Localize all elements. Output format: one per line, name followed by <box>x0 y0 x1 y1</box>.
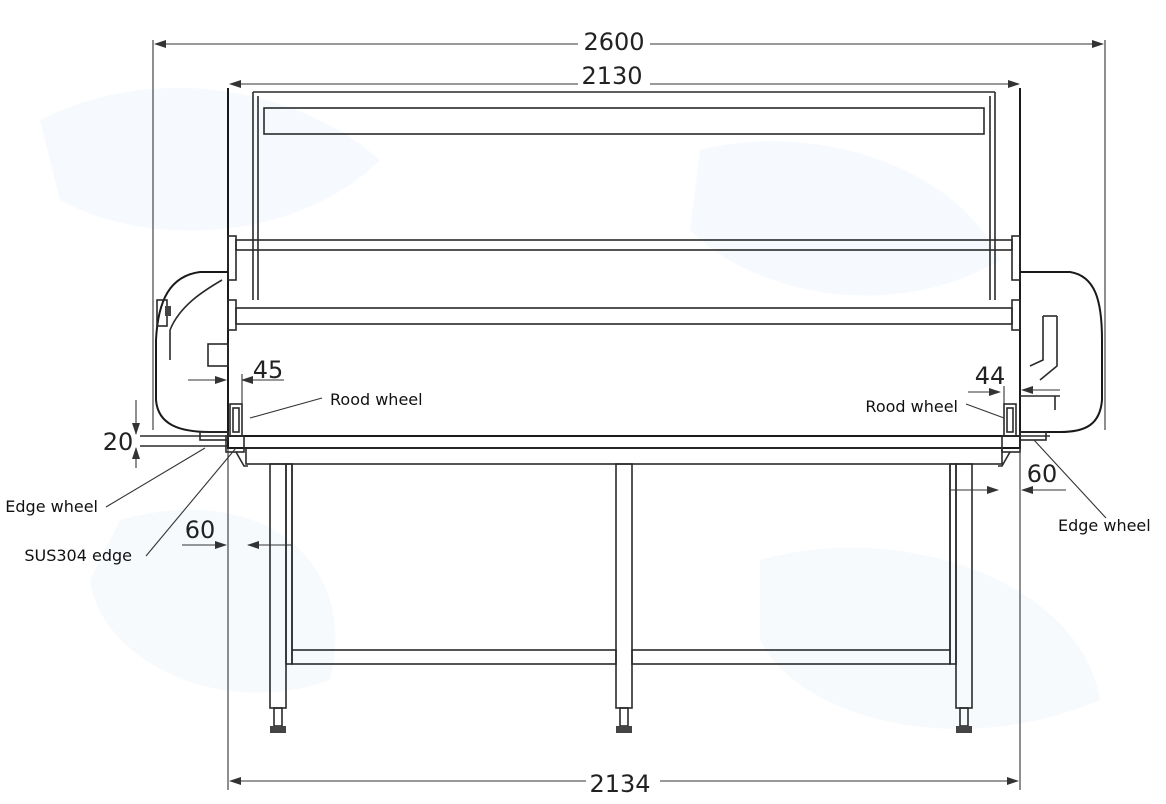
rood-wheel-right <box>998 403 1021 467</box>
dimension-label-44: 44 <box>975 362 1006 390</box>
rood-wheel-right-text: Rood wheel <box>865 397 958 416</box>
dimension-right-offset: 60 <box>950 460 1066 494</box>
label-sus304-edge: SUS304 edge <box>24 447 237 565</box>
dimension-left-offset: 60 <box>182 516 292 549</box>
label-edge-wheel-left: Edge wheel <box>5 447 206 516</box>
dimension-label-2134: 2134 <box>589 770 650 798</box>
sus304-edge-text: SUS304 edge <box>24 546 132 565</box>
left-side-housing <box>155 271 229 433</box>
dimension-base-width: 2134 <box>227 448 1021 798</box>
dimension-label-60-right: 60 <box>1027 460 1058 488</box>
edge-wheel-right-text: Edge wheel <box>1058 516 1151 535</box>
rood-wheel-left-text: Rood wheel <box>330 390 423 409</box>
right-side-housing <box>1020 271 1103 433</box>
label-rood-wheel-left: Rood wheel <box>249 390 423 419</box>
dimension-label-60-left: 60 <box>185 516 216 544</box>
rood-wheel-left <box>225 403 248 467</box>
dimension-label-20: 20 <box>103 428 134 456</box>
leveling-feet <box>270 707 972 733</box>
label-edge-wheel-right: Edge wheel <box>1033 439 1151 535</box>
table-top <box>140 431 1050 449</box>
label-rood-wheel-right: Rood wheel <box>865 397 1005 419</box>
dimension-label-2600: 2600 <box>583 28 644 56</box>
upper-roller <box>227 235 1021 281</box>
watermark-background <box>40 87 1100 729</box>
edge-wheel-left-text: Edge wheel <box>5 497 98 516</box>
dimension-left-gap: 45 <box>188 356 284 404</box>
table-legs <box>245 447 1003 709</box>
dimension-frame-width: 2130 <box>229 62 1020 90</box>
dimension-label-2130: 2130 <box>581 62 642 90</box>
dimension-right-gap: 44 <box>968 362 1060 404</box>
dimension-label-45: 45 <box>253 356 284 384</box>
dimension-edge-height: 20 <box>103 400 140 468</box>
lower-roller <box>227 299 1021 331</box>
dimension-overall-width: 2600 <box>152 28 1106 430</box>
